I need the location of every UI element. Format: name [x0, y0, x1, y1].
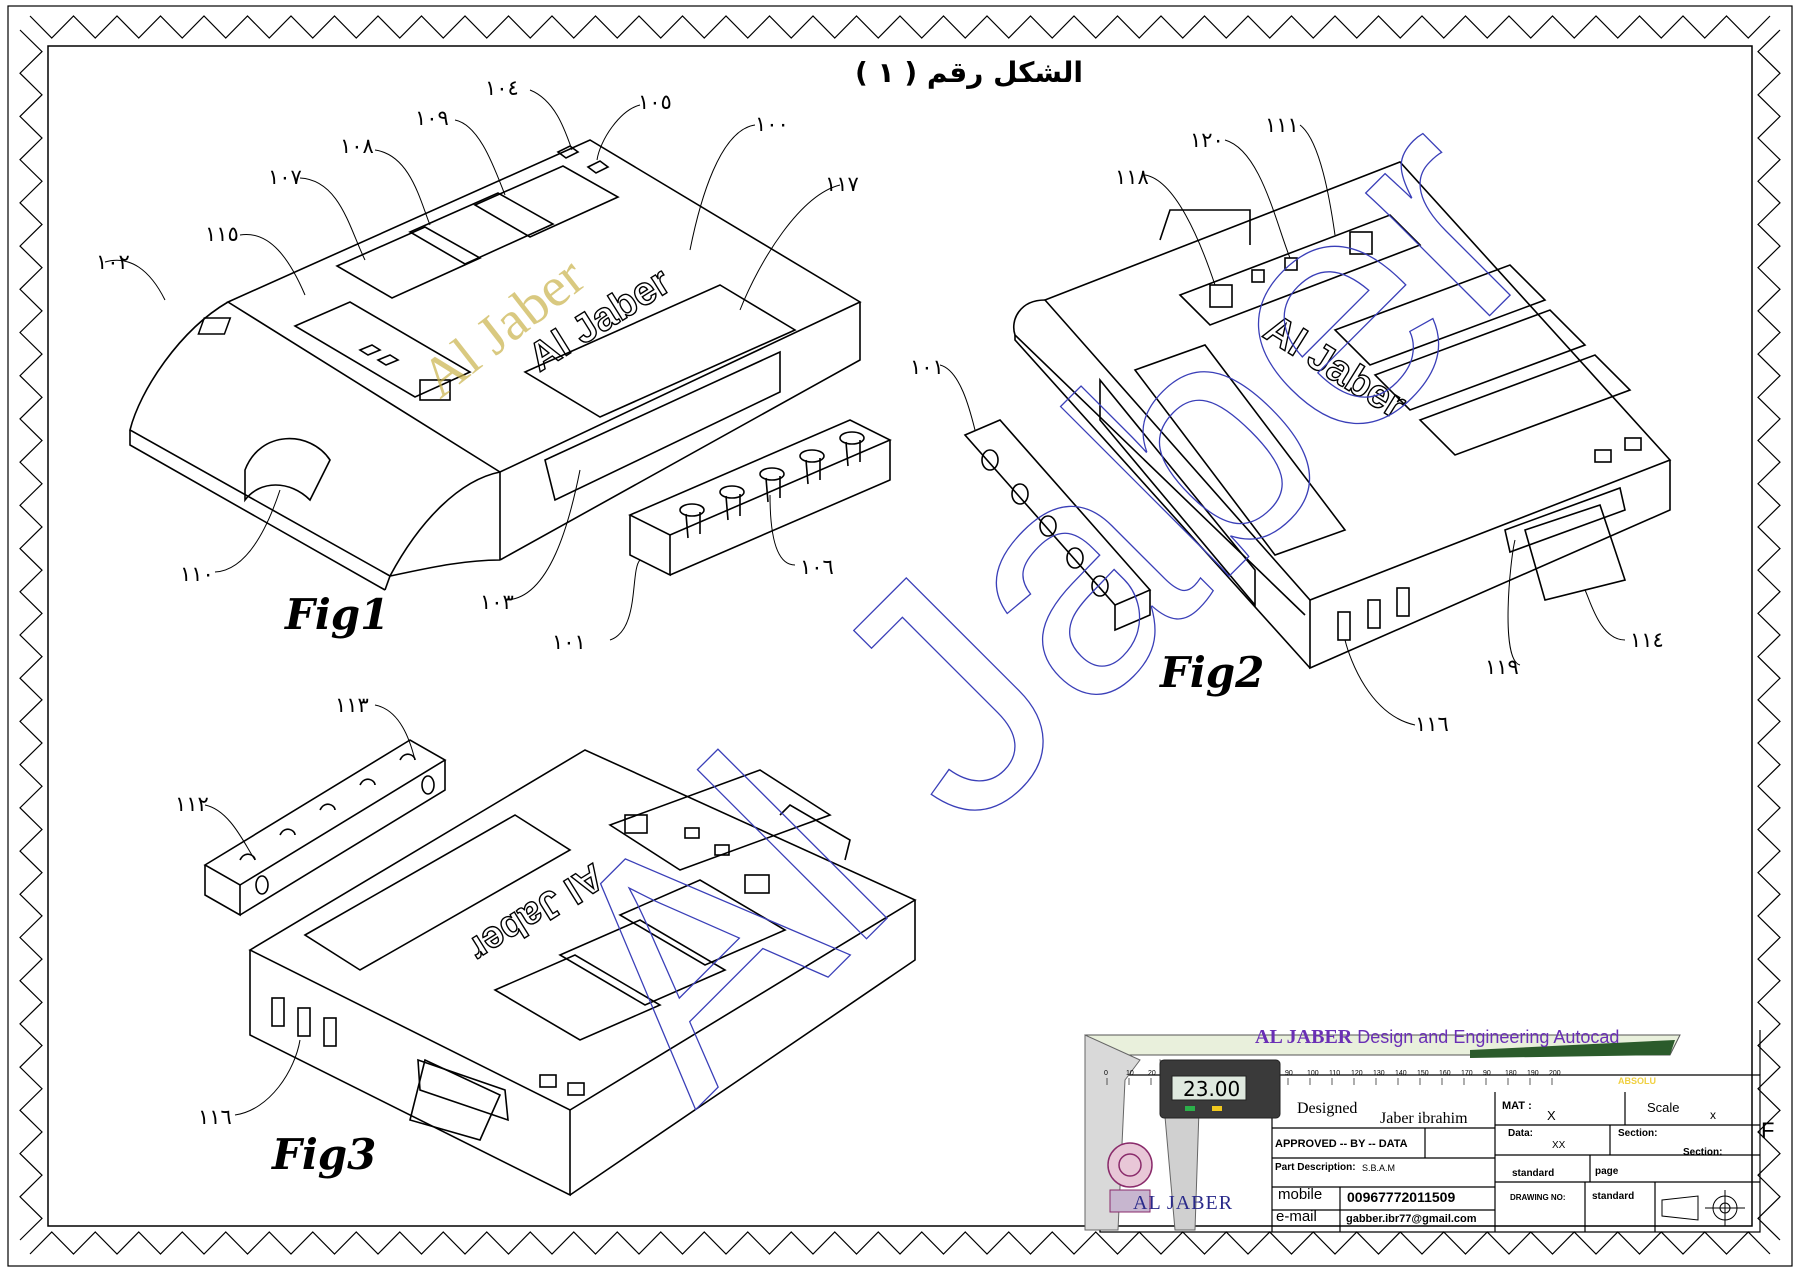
ref-120: ١٢٠	[1190, 128, 1224, 152]
caliper-tick-label: 190	[1527, 1070, 1539, 1077]
caliper-tick-label: 130	[1373, 1070, 1385, 1077]
mat-label: MAT :	[1502, 1100, 1532, 1112]
part-desc-label: Part Description:	[1275, 1162, 1356, 1173]
inner-frame	[47, 45, 1753, 1227]
caliper-graphic	[1084, 1034, 1681, 1231]
scale-value: x	[1710, 1108, 1716, 1122]
caliper-tick-label: 0	[1104, 1070, 1108, 1077]
ref-113: ١١٣	[335, 693, 369, 717]
caliper-tick-label: 140	[1395, 1070, 1407, 1077]
fig1-connector-pins	[679, 431, 865, 539]
designer-name: Jaber ibrahim	[1380, 1110, 1468, 1127]
ref-116b: ١١٦	[198, 1105, 232, 1129]
ref-115: ١١٥	[205, 222, 239, 246]
fig1-label: Fig1	[285, 590, 390, 639]
fig3-connector-notches	[239, 753, 416, 861]
caliper-tick-label: 200	[1549, 1070, 1561, 1077]
ref-112: ١١٢	[175, 792, 209, 816]
section-label: Section:	[1618, 1128, 1658, 1139]
company-name: AL JABER Design and Engineering Autocad	[1255, 1026, 1619, 1049]
company-title: AL JABER	[1255, 1026, 1353, 1048]
caliper-tick-label: 10	[1126, 1070, 1134, 1077]
ref-109: ١٠٩	[415, 106, 449, 130]
caliper-tick-label: 90	[1285, 1070, 1293, 1077]
watermark-large: Al Jaber	[484, 43, 1601, 1160]
ref-118: ١١٨	[1115, 165, 1149, 189]
fig2-label: Fig2	[1160, 648, 1265, 697]
zigzag-edge	[29, 1231, 1771, 1255]
standard2: standard	[1592, 1191, 1635, 1202]
outer-frame	[7, 5, 1793, 1267]
fig2-device	[939, 124, 1672, 726]
zigzag-border	[19, 15, 1781, 1255]
scale-label: Scale	[1647, 1100, 1680, 1115]
fig2-connector-pins	[981, 449, 1109, 597]
caliper-brand: ABSOLU	[1618, 1076, 1656, 1086]
ref-107: ١٠٧	[268, 165, 302, 189]
data-value: XX	[1552, 1140, 1566, 1151]
ref-100: ١٠٠	[755, 112, 789, 136]
zigzag-edge	[1757, 29, 1781, 1241]
standard1: standard	[1512, 1168, 1555, 1179]
section2-label: Section:	[1683, 1147, 1723, 1158]
ref-106: ١٠٦	[800, 555, 834, 579]
caliper-tick-label: 90	[1483, 1070, 1491, 1077]
edge-letter: F	[1761, 1118, 1775, 1143]
ref-119: ١١٩	[1485, 655, 1519, 679]
title-block-symbol	[1661, 1190, 1745, 1226]
data-label: Data:	[1508, 1128, 1534, 1139]
email-value: gabber.ibr77@gmail.com	[1346, 1213, 1477, 1225]
caliper-tick-label: 150	[1417, 1070, 1429, 1077]
fig1-device	[104, 89, 892, 641]
ref-111: ١١١	[1265, 113, 1299, 137]
caliper-scale: 0 10 20 90 100 110 120 130 140 150 160 170 90 180 190 2…	[1104, 1070, 1561, 1085]
caliper-tick-label: 180	[1505, 1070, 1517, 1077]
ref-101b: ١٠١	[910, 355, 944, 379]
caliper-reading: 23.00	[1183, 1077, 1240, 1101]
fig3-device	[203, 704, 917, 1197]
ref-110: ١١٠	[180, 562, 214, 586]
zigzag-edge	[19, 29, 43, 1241]
designed-label: Designed	[1297, 1100, 1358, 1117]
ref-101a: ١٠١	[552, 630, 586, 654]
ref-116a: ١١٦	[1415, 712, 1449, 736]
ref-108: ١٠٨	[340, 134, 374, 158]
caliper-tick-label: 20	[1148, 1070, 1156, 1077]
caliper-tick-label: 100	[1307, 1070, 1319, 1077]
mobile-value: 00967772011509	[1347, 1189, 1456, 1205]
caliper-tick-label: 170	[1461, 1070, 1473, 1077]
company-subtitle: Design and Engineering Autocad	[1357, 1027, 1620, 1047]
sheet-title: الشكل رقم ( ١ )	[855, 56, 1083, 89]
zigzag-edge	[29, 15, 1771, 39]
mobile-label: mobile	[1278, 1186, 1323, 1203]
ref-105: ١٠٥	[638, 90, 672, 114]
part-desc-value: S.B.A.M	[1362, 1163, 1396, 1173]
footer-brand: AL JABER	[1133, 1192, 1234, 1214]
caliper-tick-label: 110	[1329, 1070, 1340, 1077]
ref-103: ١٠٣	[480, 590, 514, 614]
email-label: e-mail	[1276, 1208, 1317, 1225]
caliper-tick-label: 160	[1439, 1070, 1451, 1077]
drawing-no-label: DRAWING NO:	[1510, 1193, 1566, 1202]
approved-label: APPROVED -- BY -- DATA	[1275, 1138, 1408, 1150]
fig3-label: Fig3	[272, 1130, 377, 1179]
mat-value: X	[1547, 1108, 1556, 1123]
ref-102: ١٠٢	[96, 250, 130, 274]
ref-104: ١٠٤	[485, 76, 519, 100]
page-label: page	[1595, 1166, 1619, 1177]
caliper-tick-label: 120	[1351, 1070, 1363, 1077]
ref-114: ١١٤	[1630, 628, 1664, 652]
ref-117: ١١٧	[825, 172, 859, 196]
